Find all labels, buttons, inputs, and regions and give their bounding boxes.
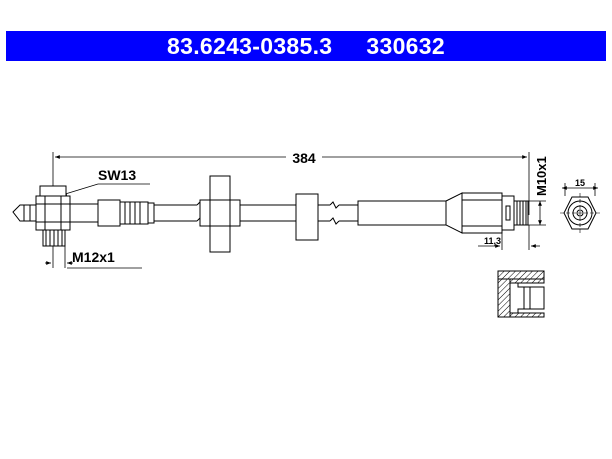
part-number: 83.6243-0385.3 <box>167 32 333 59</box>
hose-clip-1 <box>199 175 241 253</box>
end-width-dimension: 11,3 <box>478 225 540 250</box>
reference-number: 330632 <box>366 32 445 59</box>
wrench-size-leader <box>61 183 99 196</box>
length-dimension: 384 <box>52 148 530 268</box>
port-section-view <box>497 270 545 318</box>
end-width-label: 11,3 <box>484 236 501 246</box>
end-view-diameter-label: 15 <box>575 178 585 188</box>
thread-left-dimension: M12x1 <box>45 246 142 269</box>
end-view: 15 <box>560 178 600 233</box>
title-bar: 83.6243-0385.3 330632 <box>6 31 606 61</box>
left-fitting <box>12 185 155 247</box>
hose-clip-2 <box>295 193 319 241</box>
thread-left-label: M12x1 <box>72 249 115 265</box>
thread-right-label: M10x1 <box>534 156 549 196</box>
right-fitting <box>357 192 529 234</box>
wrench-size-label: SW13 <box>98 167 136 183</box>
hose-body <box>154 201 358 225</box>
length-label: 384 <box>292 150 316 166</box>
thread-right-dimension: M10x1 <box>528 156 549 226</box>
